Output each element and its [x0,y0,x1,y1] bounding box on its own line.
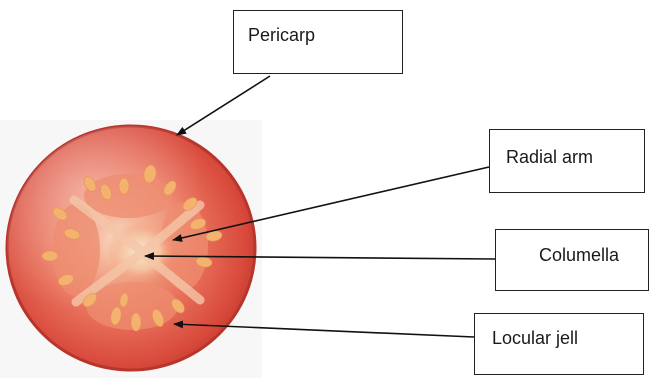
label-locular-jell: Locular jell [492,329,578,347]
label-box-pericarp: Pericarp [233,10,403,74]
label-radial-arm: Radial arm [506,148,593,166]
label-box-columella: Columella [495,229,649,291]
label-box-locular-jell: Locular jell [474,313,644,375]
seed [131,313,141,331]
seed [42,251,58,261]
label-pericarp: Pericarp [248,26,315,44]
label-box-radial-arm: Radial arm [489,129,645,193]
tomato-slice [7,126,255,370]
label-columella: Columella [539,246,619,264]
seed [119,178,129,194]
